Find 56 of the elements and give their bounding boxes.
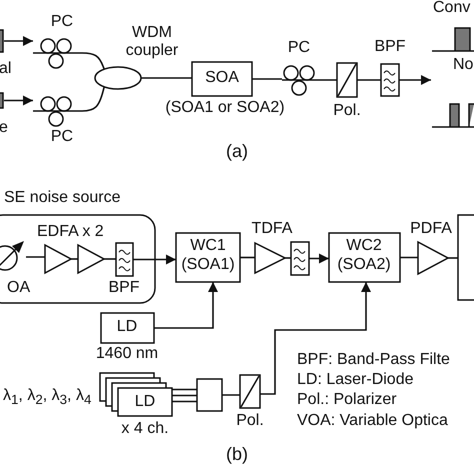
connector-line <box>316 79 337 81</box>
connector-line <box>104 258 116 260</box>
component-label: Pol. <box>236 412 264 430</box>
box-label: (SOA1) <box>181 256 235 274</box>
component-label: BPF <box>374 38 406 56</box>
label-text: Conv <box>433 0 470 18</box>
component-label: PDFA <box>410 220 452 238</box>
arrow <box>399 75 431 85</box>
arrow <box>309 254 329 264</box>
box-label: SOA <box>205 69 239 88</box>
component-label: PC <box>288 39 310 58</box>
component-label: TDFA <box>252 220 292 238</box>
connector-line <box>240 256 255 258</box>
label-text: Pol.: Polarizer <box>297 391 397 410</box>
connector-line <box>141 77 192 79</box>
label-text: EDFA x 2 <box>37 223 104 242</box>
connector-line <box>222 394 240 396</box>
connector-line <box>357 79 381 81</box>
label-text: al <box>0 60 12 78</box>
label-text: λ$_{1}$, λ$_{2}$, λ$_{3}$, λ$_{4}$ <box>3 387 92 408</box>
box-label: (SOA2) <box>337 256 391 274</box>
annotation: x 4 ch. <box>121 420 169 438</box>
connector-line <box>448 257 458 259</box>
box-label: WC2 <box>346 237 382 256</box>
component-label: PC <box>50 128 74 146</box>
component-label: WDM coupler <box>124 24 180 61</box>
arrow <box>4 96 33 106</box>
box-label: LD <box>134 393 156 412</box>
connector-line <box>26 256 45 258</box>
group-title: SE noise source <box>4 189 121 208</box>
component-label: BPF <box>108 279 140 298</box>
connector-line <box>171 388 198 402</box>
connector-line <box>79 86 105 112</box>
label-text: No <box>453 56 474 74</box>
panel-label: (a) <box>226 141 248 162</box>
component-label: Pol. <box>333 102 361 120</box>
connector-line <box>252 78 282 80</box>
annotation: 1460 nm <box>96 345 158 364</box>
label-text: VOA: Variable Optica <box>297 412 448 430</box>
annotation: (SOA1 or SOA2) <box>165 99 285 118</box>
component-label: PC <box>50 13 74 32</box>
arrow <box>4 36 33 46</box>
connector-line <box>79 52 105 70</box>
connector-line <box>285 257 291 259</box>
arrow <box>260 282 371 395</box>
box-label: LD <box>116 318 138 336</box>
connector-line <box>400 256 418 258</box>
panel-label: (b) <box>226 444 248 465</box>
label-text: e <box>0 119 8 138</box>
arrow <box>133 254 176 264</box>
component-label: OA <box>7 279 30 298</box>
arrow <box>154 282 218 329</box>
connector-line <box>71 258 78 260</box>
box-label: WC1 <box>190 237 226 256</box>
label-text: LD: Laser-Diode <box>297 371 414 390</box>
label-text: BPF: Band-Pass Filte <box>297 351 450 370</box>
